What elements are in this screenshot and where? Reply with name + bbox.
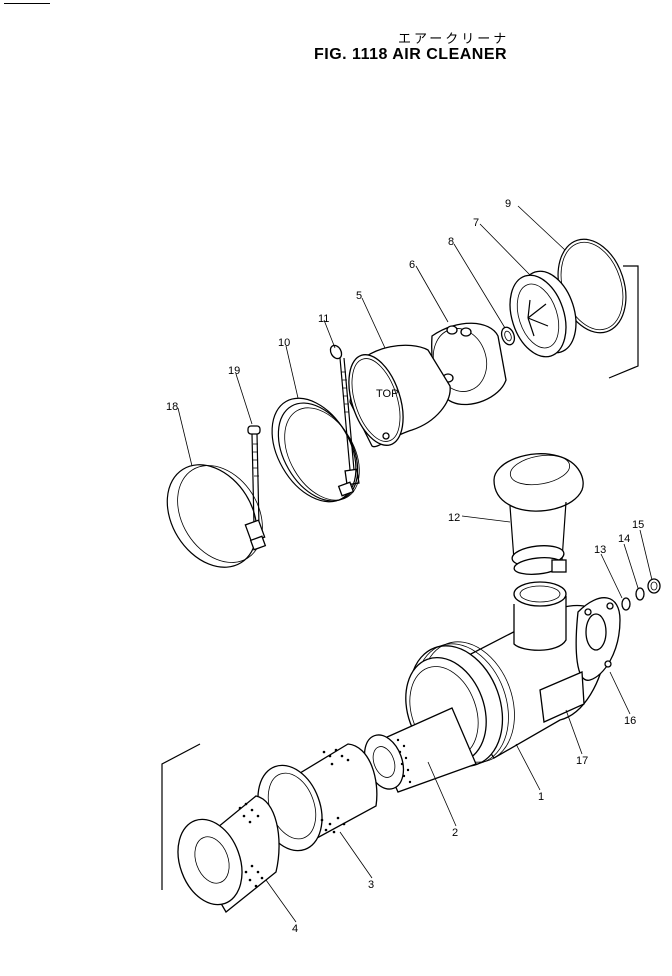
callout-16: 16: [624, 715, 636, 727]
part-14-lock-washer: [635, 587, 645, 601]
part-4-safety-element: [177, 795, 280, 913]
part-6-gasket-plate: [431, 322, 507, 406]
figure-title: FIG. 1118 AIR CLEANER: [314, 46, 508, 63]
part-15-nut: [647, 578, 661, 594]
callout-17: 17: [576, 755, 588, 767]
callout-18: 18: [166, 401, 178, 413]
callout-14: 14: [618, 533, 630, 545]
callout-9: 9: [505, 198, 511, 210]
callout-5: 5: [356, 290, 362, 302]
top-marking: TOP: [376, 388, 398, 400]
callout-labels: 9 7 8 6 5 11 10 19 18 12 13 14 15 16 17 …: [166, 198, 644, 935]
callout-11: 11: [318, 313, 329, 325]
callout-8: 8: [448, 236, 454, 248]
callout-15: 15: [632, 519, 644, 531]
title-japanese: エアークリーナ: [398, 32, 510, 47]
leader-lines: [177, 205, 653, 923]
part-13-washer: [621, 597, 631, 611]
callout-2: 2: [452, 827, 458, 839]
callout-4: 4: [292, 923, 298, 935]
callout-12: 12: [448, 512, 460, 524]
bracket-lower-left: [161, 743, 201, 890]
part-18-band: [166, 464, 267, 568]
callout-19: 19: [228, 365, 240, 377]
callout-3: 3: [368, 879, 374, 891]
callout-13: 13: [594, 544, 606, 556]
part-10-clamp-band: [271, 397, 360, 503]
corner-rule: [4, 3, 50, 4]
callout-10: 10: [278, 337, 290, 349]
bracket-upper-right: [608, 265, 639, 379]
part-12-precleaner: [493, 453, 584, 575]
part-7-cover: [509, 270, 577, 358]
callout-6: 6: [409, 259, 415, 271]
callout-1: 1: [538, 791, 544, 803]
callout-7: 7: [473, 217, 479, 229]
part-5-cap: TOP: [348, 344, 451, 448]
part-8-clip: [500, 326, 516, 346]
